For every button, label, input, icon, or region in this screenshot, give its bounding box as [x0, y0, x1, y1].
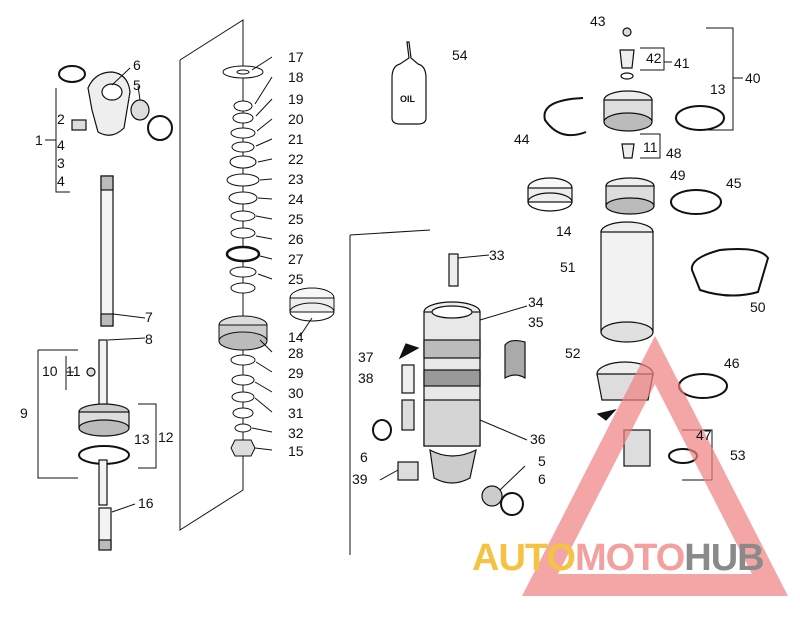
leader-lines: [37, 27, 743, 513]
part-label: 25: [288, 271, 304, 287]
part-label: 36: [530, 431, 546, 447]
part-label: 51: [560, 259, 576, 275]
part-label: 4: [57, 173, 65, 189]
watermark-part3: HUB: [684, 537, 763, 579]
shim-stack: [218, 65, 335, 457]
part-label: 47: [696, 427, 712, 443]
svg-text:AUTOMOTOHUB: AUTOMOTOHUB: [472, 537, 764, 579]
part-label: 37: [358, 349, 374, 365]
part-label: 11: [643, 139, 658, 155]
part-label: 23: [288, 171, 304, 187]
part-label: 40: [745, 70, 761, 86]
shock-body: [372, 253, 526, 516]
watermark-part2: MOTO: [575, 537, 684, 579]
part-label: 6: [133, 57, 141, 73]
part-label: 32: [288, 425, 304, 441]
part-label: 12: [158, 429, 174, 445]
part-label: 39: [352, 471, 368, 487]
reservoir-assembly: [527, 27, 770, 467]
part-label: 11: [66, 363, 81, 379]
part-label: 7: [145, 309, 153, 325]
part-label: 3: [57, 155, 65, 171]
part-label: 8: [145, 331, 153, 347]
part-label: 13: [134, 431, 150, 447]
part-label: 2: [57, 111, 65, 127]
part-label: 34: [528, 294, 544, 310]
part-label: 14: [288, 329, 304, 345]
part-label: 44: [514, 131, 530, 147]
part-label: 33: [489, 247, 505, 263]
part-label: 20: [288, 111, 304, 127]
part-label: 43: [590, 13, 606, 29]
part-label: 27: [288, 251, 304, 267]
part-label: 10: [42, 363, 58, 379]
part-label: 38: [358, 370, 374, 386]
part-label: 48: [666, 145, 682, 161]
part-label: 21: [288, 131, 304, 147]
part-label: 30: [288, 385, 304, 401]
part-label: 26: [288, 231, 304, 247]
oil-bottle: OIL: [391, 41, 427, 125]
shaft-assembly: [58, 65, 173, 551]
watermark-part1: AUTO: [472, 537, 575, 579]
part-label: 45: [726, 175, 742, 191]
part-label: 54: [452, 47, 468, 63]
part-label: 5: [133, 77, 141, 93]
part-label: 6: [360, 449, 368, 465]
part-label: 42: [646, 50, 662, 66]
part-label: 5: [538, 453, 546, 469]
part-label: 15: [288, 443, 304, 459]
part-label: 17: [288, 49, 304, 65]
part-label: 50: [750, 299, 766, 315]
part-label: 31: [288, 405, 304, 421]
part-label: 22: [288, 151, 304, 167]
part-label: 35: [528, 314, 544, 330]
part-label: 25: [288, 211, 304, 227]
part-labels: 43 42 41 40 13 44 11 48 49 45 14 51 50 5…: [20, 13, 766, 511]
part-label: 19: [288, 91, 304, 107]
oil-bottle-text: OIL: [400, 94, 416, 104]
part-label: 29: [288, 365, 304, 381]
part-label: 16: [138, 495, 154, 511]
part-label: 4: [57, 137, 65, 153]
part-label: 13: [710, 81, 726, 97]
part-label: 1: [35, 132, 43, 148]
part-label: 9: [20, 405, 28, 421]
part-label: 6: [538, 471, 546, 487]
part-label: 24: [288, 191, 304, 207]
part-label: 41: [674, 55, 690, 71]
assembly-frames: [179, 19, 431, 555]
part-label: 52: [565, 345, 581, 361]
part-label: 46: [724, 355, 740, 371]
part-label: 53: [730, 447, 746, 463]
part-label: 28: [288, 345, 304, 361]
part-label: 14: [556, 223, 572, 239]
automotohub-watermark: AUTOMOTOHUB: [472, 335, 788, 596]
part-label: 18: [288, 69, 304, 85]
part-label: 49: [670, 167, 686, 183]
